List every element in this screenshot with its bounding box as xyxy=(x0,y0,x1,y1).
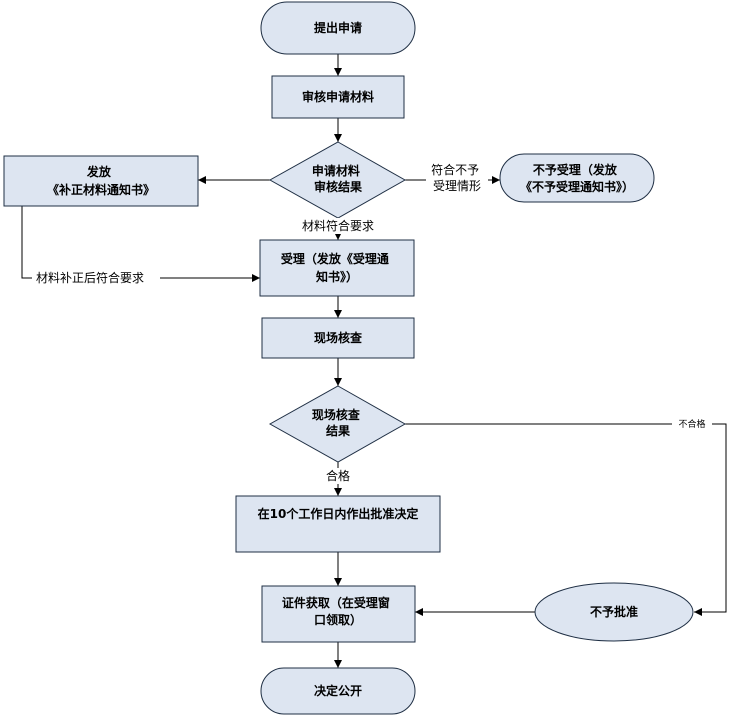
edge-notice-to-accept xyxy=(21,206,260,282)
node-not-accepted-line1: 不予受理（发放 xyxy=(533,162,618,177)
label-qualified-text: 合格 xyxy=(326,468,350,483)
node-review-result: 申请材料 审核结果 xyxy=(268,141,407,219)
node-review-materials-text: 审核申请材料 xyxy=(302,89,374,104)
node-certificate-line2: 口领取） xyxy=(314,612,362,627)
node-site-inspection-text: 现场核查 xyxy=(314,330,363,345)
label-unqualified: 不合格 xyxy=(672,418,712,430)
node-inspection-result: 现场核查 结果 xyxy=(268,385,407,463)
label-unqualified-text: 不合格 xyxy=(678,418,705,430)
svg-text:审核申请材料: 审核申请材料 xyxy=(302,89,374,104)
label-not-accept-condition-line1: 符合不予 xyxy=(431,162,479,177)
label-not-accept-condition: 符合不予 受理情形 xyxy=(426,160,488,194)
node-not-approved-text: 不予批准 xyxy=(590,604,638,619)
svg-text:材料补正后符合要求: 材料补正后符合要求 xyxy=(36,270,144,285)
node-issue-notice-line1: 发放 xyxy=(86,164,112,179)
node-inspection-result-line1: 现场核查 xyxy=(312,407,361,422)
nodes: 提出申请 审核申请材料 申请材料 审核结果 发放 《补正材料通知书》 xyxy=(3,1,694,715)
edges xyxy=(21,54,727,668)
node-not-approved: 不予批准 xyxy=(534,582,694,642)
label-not-accept-condition-line2: 受理情形 xyxy=(433,179,481,193)
svg-text:现场核查: 现场核查 xyxy=(314,330,363,345)
node-not-accepted-line2: 《不予受理通知书》） xyxy=(520,179,634,194)
node-accept-line2: 知书》） xyxy=(315,269,358,284)
node-site-inspection: 现场核查 xyxy=(261,317,415,359)
label-qualified: 合格 xyxy=(322,468,354,484)
svg-text:证件获取（在受理窗 口领取）: 证件获取（在受理窗 口领取） xyxy=(282,595,394,627)
svg-text:材料符合要求: 材料符合要求 xyxy=(302,218,374,233)
node-certificate-line1: 证件获取（在受理窗 xyxy=(282,595,390,610)
svg-text:提出申请: 提出申请 xyxy=(314,20,362,35)
node-submit: 提出申请 xyxy=(260,1,416,55)
svg-text:受理（发放《受理通 知书》）: 受理（发放《受理通 知书》） xyxy=(281,251,393,284)
node-issue-notice: 发放 《补正材料通知书》 xyxy=(3,155,199,207)
node-publish-text: 决定公开 xyxy=(314,683,362,698)
node-review-result-line2: 审核结果 xyxy=(314,179,362,194)
svg-text:在10个工作日内作出批准决定: 在10个工作日内作出批准决定 xyxy=(258,506,419,521)
label-meets-requirements-text: 材料符合要求 xyxy=(302,218,374,233)
label-corrected: 材料补正后符合要求 xyxy=(32,270,160,286)
svg-text:符合不予 受理情形: 符合不予 受理情形 xyxy=(431,162,483,193)
edge-inspection-result-to-not-approved xyxy=(405,423,727,616)
svg-text:现场核查 结果: 现场核查 结果 xyxy=(312,407,364,438)
node-publish: 决定公开 xyxy=(260,667,416,715)
svg-text:合格: 合格 xyxy=(326,468,350,483)
svg-text:不予批准: 不予批准 xyxy=(590,604,638,619)
node-submit-text: 提出申请 xyxy=(314,20,362,35)
node-issue-notice-line2: 《补正材料通知书》 xyxy=(47,182,155,197)
svg-text:申请材料 审核结果: 申请材料 审核结果 xyxy=(312,163,364,194)
svg-text:发放 《补正材料通知书》: 发放 《补正材料通知书》 xyxy=(47,164,155,197)
node-approval-decision-text: 在10个工作日内作出批准决定 xyxy=(258,506,419,521)
node-accept-line1: 受理（发放《受理通 xyxy=(281,251,389,266)
svg-text:决定公开: 决定公开 xyxy=(314,683,362,698)
node-accept: 受理（发放《受理通 知书》） xyxy=(259,239,415,297)
node-approval-decision: 在10个工作日内作出批准决定 xyxy=(235,495,441,553)
node-review-result-line1: 申请材料 xyxy=(312,163,360,178)
label-meets-requirements: 材料符合要求 xyxy=(293,218,383,234)
node-review-materials: 审核申请材料 xyxy=(271,75,405,119)
node-not-accepted: 不予受理（发放 《不予受理通知书》） xyxy=(499,153,655,203)
svg-text:不合格: 不合格 xyxy=(678,418,705,430)
svg-text:不予受理（发放 《不予受理通知书》）: 不予受理（发放 《不予受理通知书》） xyxy=(520,162,634,194)
label-corrected-text: 材料补正后符合要求 xyxy=(36,270,144,285)
node-certificate: 证件获取（在受理窗 口领取） xyxy=(261,585,416,643)
node-inspection-result-line2: 结果 xyxy=(326,423,350,438)
edge-labels: 符合不予 受理情形 材料符合要求 材料补正后符合要求 合格 不合 xyxy=(32,160,712,484)
